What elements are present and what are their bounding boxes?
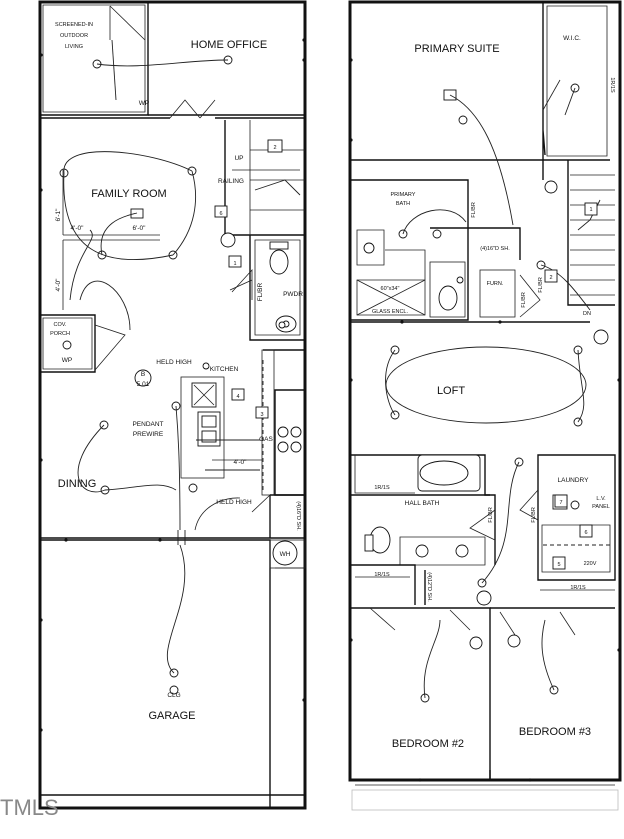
label-hall-bath: HALL BATH bbox=[405, 500, 440, 507]
note-fl-br-1: FL/BR bbox=[471, 202, 477, 218]
note-220v: 220V bbox=[584, 561, 597, 567]
tag-2-7: 7 bbox=[559, 500, 562, 506]
label-glass-encl: GLASS ENCL. bbox=[372, 309, 409, 315]
note-lv-panel-1: L.V. bbox=[596, 496, 606, 502]
tag-2-5: 5 bbox=[557, 562, 560, 568]
tag-2-6: 6 bbox=[584, 530, 587, 536]
label-laundry: LAUNDRY bbox=[558, 477, 590, 484]
outlet-marks-2 bbox=[349, 58, 621, 782]
first-floor-labels: HOME OFFICE FAMILY ROOM DINING GARAGE KI… bbox=[50, 22, 303, 722]
label-home-office: HOME OFFICE bbox=[191, 39, 267, 51]
note-1r1s-hall: 1R/1S bbox=[374, 485, 390, 491]
second-floor-labels: PRIMARY SUITE W.I.C. PRIMARY BATH GLASS … bbox=[372, 35, 615, 750]
note-dim-4-0-a: 4'-0" bbox=[71, 225, 85, 232]
tag-4: 4 bbox=[236, 394, 239, 400]
tag-3: 3 bbox=[260, 412, 263, 418]
label-screened-2: OUTDOOR bbox=[60, 33, 88, 39]
outlet-marks bbox=[39, 38, 306, 732]
note-clg: CLG bbox=[167, 692, 180, 699]
label-screened-1: SCREENED-IN bbox=[55, 22, 93, 28]
label-cov-porch-2: PORCH bbox=[50, 331, 70, 337]
tag-2: 2 bbox=[273, 145, 276, 151]
note-wp-porch: WP bbox=[62, 357, 72, 364]
tag-6: 6 bbox=[219, 211, 222, 217]
stair-treads bbox=[570, 174, 615, 296]
label-garage: GARAGE bbox=[148, 710, 195, 722]
note-wh: WH bbox=[280, 551, 291, 558]
label-primary-bath-2: BATH bbox=[396, 201, 410, 207]
note-pendant-prewire-2: PREWIRE bbox=[133, 431, 164, 438]
note-dim-6-0: 6'-0" bbox=[133, 225, 147, 232]
label-furn: FURN. bbox=[487, 281, 504, 287]
label-bedroom-3: BEDROOM #3 bbox=[519, 726, 591, 738]
note-wp-top: WP bbox=[139, 100, 149, 107]
note-1r1s-wic: 1R/1S bbox=[609, 77, 615, 93]
note-held-high-lower: HELD HIGH bbox=[216, 499, 252, 506]
tag-1: 1 bbox=[233, 261, 236, 267]
note-detail-ref-2: 5.01 bbox=[137, 381, 150, 388]
note-fl-br: FL/BR bbox=[257, 282, 264, 301]
note-dn: DN bbox=[583, 311, 591, 317]
note-gas: GAS bbox=[259, 436, 273, 443]
note-dim-4-0-b: 4'-0" bbox=[55, 278, 62, 292]
note-1r1s-bed3: 1R/1S bbox=[570, 585, 586, 591]
second-floor-plan bbox=[348, 0, 622, 811]
label-bedroom-2: BEDROOM #2 bbox=[392, 738, 464, 750]
label-loft: LOFT bbox=[437, 385, 465, 397]
label-primary-bath-1: PRIMARY bbox=[391, 192, 416, 198]
note-shower-size: 60"x34" bbox=[381, 286, 400, 292]
label-dining: DINING bbox=[58, 478, 97, 490]
note-railing: RAILING bbox=[218, 178, 244, 185]
label-kitchen: KITCHEN bbox=[210, 366, 239, 373]
note-fl-br-3: FL/BR bbox=[488, 507, 494, 523]
note-fl-br-4: FL/BR bbox=[531, 507, 537, 523]
note-dim-6-1: 6'-1" bbox=[55, 208, 62, 222]
label-primary-suite: PRIMARY SUITE bbox=[414, 43, 499, 55]
note-1r1s-bed2: 1R/1S bbox=[374, 572, 390, 578]
note-shelves-416-2: (4)16"D SH. bbox=[480, 246, 510, 252]
label-pwdr: PWDR bbox=[283, 291, 303, 298]
label-cov-porch-1: COV. bbox=[54, 322, 67, 328]
note-shelves-416: (4)16"D SH. bbox=[295, 501, 301, 531]
note-fl-br-5: FL/BR bbox=[538, 277, 544, 293]
tag-2-2: 2 bbox=[549, 275, 552, 281]
watermark: TMLS bbox=[0, 795, 59, 820]
note-fl-br-2: FL/BR bbox=[521, 292, 527, 308]
note-dim-4-0-kitchen: 4'-0" bbox=[234, 459, 248, 466]
label-family-room: FAMILY ROOM bbox=[91, 188, 166, 200]
first-floor-plan bbox=[38, 0, 307, 810]
note-lv-panel-2: PANEL bbox=[592, 504, 610, 510]
label-wic: W.I.C. bbox=[563, 35, 581, 42]
label-screened-3: LIVING bbox=[65, 44, 83, 50]
note-detail-ref-1: B bbox=[141, 371, 145, 378]
note-held-high-kitchen: HELD HIGH bbox=[156, 359, 192, 366]
tag-2-1: 1 bbox=[589, 207, 592, 213]
note-up: UP bbox=[234, 155, 243, 162]
note-shelves-412: (4)12"D SH. bbox=[426, 572, 432, 602]
note-pendant-prewire-1: PENDANT bbox=[132, 421, 163, 428]
